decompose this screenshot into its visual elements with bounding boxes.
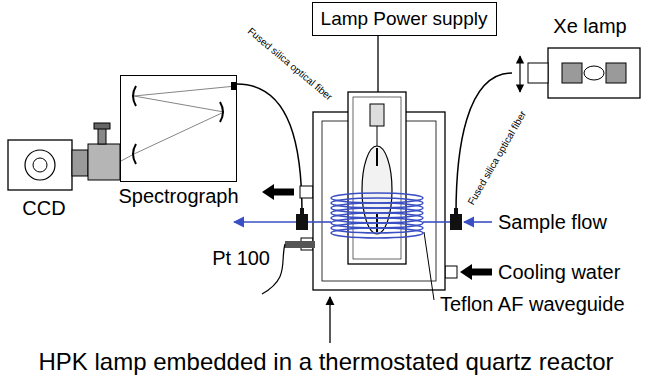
hpk-lamp [362, 146, 392, 234]
fiber-connector [296, 208, 462, 230]
spectrograph-optics [133, 86, 136, 106]
cooling-water-arrow [460, 264, 492, 280]
device-label: CCD [22, 197, 65, 220]
teflon-coil [331, 193, 423, 238]
ccd-camera [33, 158, 47, 172]
flow-label: Sample flow [498, 211, 607, 234]
leader-line [329, 297, 330, 343]
caption-label: HPK lamp embedded in a thermostated quar… [39, 348, 614, 376]
spectrograph-optics [121, 82, 236, 164]
xe-lamp-housing [528, 63, 548, 83]
quartz-reactor [353, 97, 401, 259]
xe-lamp-housing [606, 63, 626, 83]
leader-line [330, 232, 434, 343]
sample-flow-line [423, 221, 450, 223]
sample-flow-line [308, 221, 331, 223]
sensor-label: Pt 100 [212, 247, 270, 270]
cooling-water-arrow [262, 184, 492, 280]
fiber-label: Fused silica optical fiber [465, 109, 528, 207]
ccd-camera [25, 150, 55, 180]
spectrograph-box: Spectrograph [120, 75, 237, 212]
hpk-lamp [370, 104, 384, 126]
spectrograph-optics [231, 82, 236, 90]
power-supply-box: Lamp Power supply [312, 2, 497, 36]
device-label: Xe lamp [553, 15, 626, 38]
fiber-connector [454, 208, 458, 216]
hpk-lamp [362, 104, 392, 234]
node-title: Spectrograph [118, 185, 238, 208]
leader-line [424, 232, 434, 300]
spectrograph-optics [133, 144, 136, 164]
ccd-camera [8, 123, 120, 190]
xe-lamp-housing [584, 66, 604, 80]
pt100-sensor [285, 241, 315, 248]
ccd-camera [8, 140, 72, 190]
hpk-lamp [376, 148, 378, 166]
sample-flow-line [234, 221, 296, 223]
sample-flow-line [464, 221, 492, 223]
fiber-connector [450, 214, 462, 230]
quartz-reactor [300, 92, 457, 290]
quartz-reactor [445, 266, 457, 278]
ccd-camera [98, 128, 106, 144]
xe-lamp-housing [548, 48, 640, 98]
spectrograph-optics [121, 86, 236, 161]
cooling-water-arrow [262, 184, 294, 200]
quartz-reactor [300, 186, 313, 198]
fiber-connector [300, 208, 304, 216]
xe-lamp-housing [520, 48, 640, 98]
node-title: Lamp Power supply [321, 8, 488, 30]
flow-label: Cooling water [498, 261, 620, 284]
ccd-camera [72, 150, 88, 176]
ccd-camera [94, 123, 110, 129]
fiber-connector [296, 214, 308, 230]
spectrograph-optics [220, 102, 223, 122]
fiber-label: Fused silica optical fiber [245, 25, 334, 102]
ccd-camera [88, 144, 120, 180]
hpk-lamp [377, 126, 378, 148]
xe-lamp-housing [562, 63, 582, 83]
xe-lamp-housing [519, 56, 520, 92]
teflon-coil [331, 228, 423, 238]
spectrograph-outline [120, 75, 237, 182]
optical-fiber [237, 84, 302, 214]
part-label: Teflon AF waveguide [440, 293, 625, 316]
